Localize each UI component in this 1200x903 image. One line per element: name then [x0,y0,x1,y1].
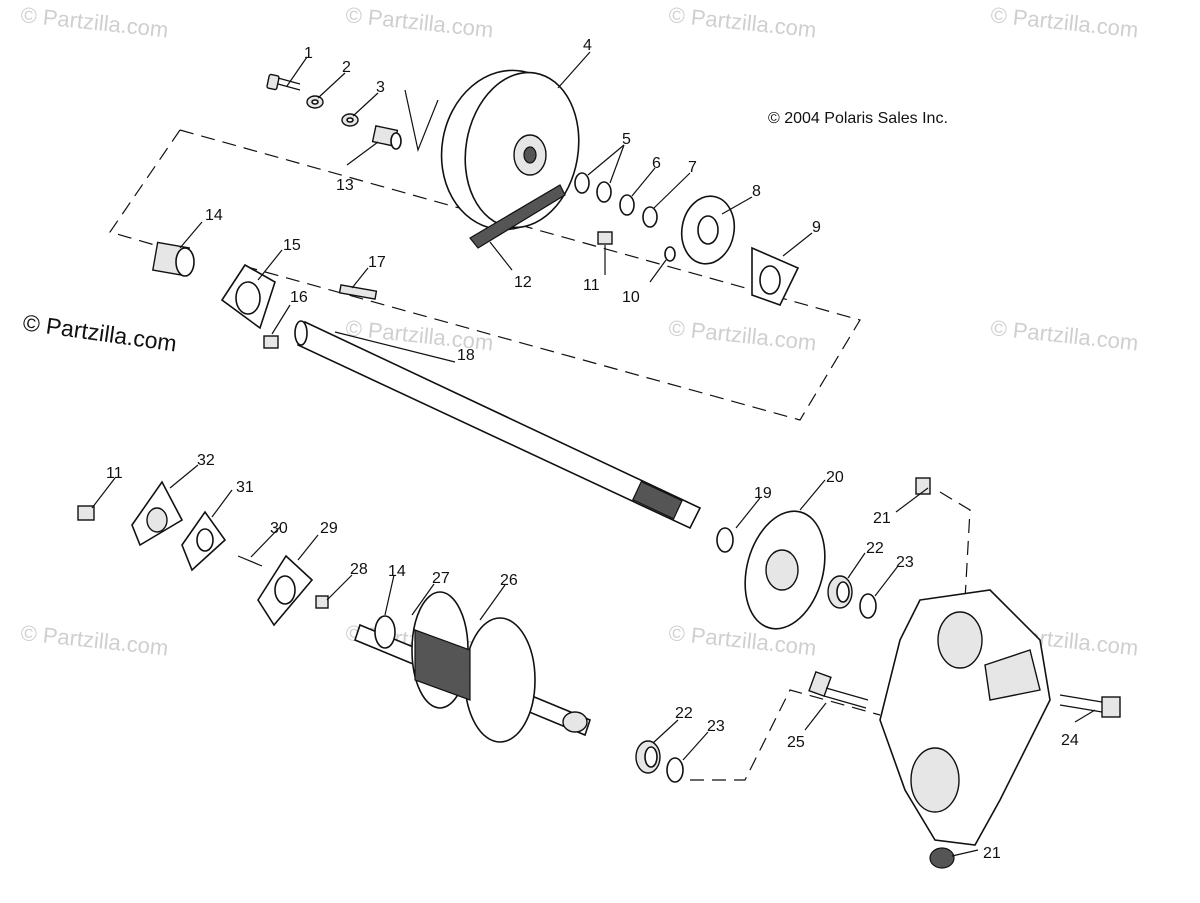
callout-label: 3 [376,79,385,96]
callout-label: 22 [675,705,693,722]
callout-label: 14 [205,207,223,224]
callout-label: 26 [500,572,518,589]
seal-ring-part [596,181,612,203]
watermark-text: © Partzilla.com [667,620,817,660]
watermark-text-dark: © Partzilla.com [21,309,178,356]
watermark-text: © Partzilla.com [989,2,1139,42]
callout-label: 24 [1061,732,1079,749]
callout-numbers: 1 2 3 4 5 6 7 8 9 10 11 12 13 14 15 16 1… [106,37,1079,862]
callout-label: 27 [432,570,450,587]
callout-label: 22 [866,540,884,557]
sprocket-part [440,69,580,249]
callout-label: 12 [514,274,532,291]
seal-part [859,593,877,619]
watermark-text: © Partzilla.com [19,620,169,660]
chaincase-housing-part [879,589,1051,846]
bolt-part [263,335,279,349]
callout-label: 4 [583,37,592,54]
bolt-part [266,73,301,91]
lower-assembly [77,477,1121,869]
callout-label: 11 [583,277,600,294]
seal-ring-part [716,527,734,553]
watermark-text: © Partzilla.com [667,2,817,42]
bushing-part [371,125,402,150]
nut-part [315,595,329,609]
nut-part [597,231,613,245]
bolt-part [808,670,869,709]
callout-label: 21 [983,845,1001,862]
callout-label: 17 [368,254,386,271]
nut-part [929,847,955,869]
callout-label: 18 [457,347,475,364]
callout-label: 11 [106,465,123,482]
callout-label: 13 [336,177,354,194]
nut-part [77,505,95,521]
seal-ring-part [642,206,658,228]
callout-label: 31 [236,479,254,496]
seal-part [666,757,684,783]
seal-ring-part [619,194,635,216]
seal-ring-part [574,172,590,194]
callout-label: 10 [622,289,640,306]
watermark-text: © Partzilla.com [989,315,1139,355]
leader-lines [91,51,1096,857]
callout-label: 29 [320,520,338,537]
upper-assembly [152,69,800,530]
watermark-layer: © Partzilla.com © Partzilla.com © Partzi… [19,2,1139,660]
callout-label: 2 [342,59,351,76]
bearing-part [152,241,195,277]
nut-part [915,477,931,495]
callout-label: 32 [197,452,215,469]
callout-label: 21 [873,510,891,527]
callout-label: 19 [754,485,772,502]
callout-label: 30 [270,520,288,537]
callout-label: 16 [290,289,308,306]
callout-label: 23 [896,554,914,571]
callout-label: 20 [826,469,844,486]
bolt-part [1059,694,1121,718]
callout-label: 6 [652,155,661,172]
washer-part [664,246,676,262]
callout-label: 5 [622,131,631,148]
callout-label: 9 [812,219,821,236]
callout-label: 15 [283,237,301,254]
callout-label: 7 [688,159,697,176]
driveshaft-part [294,320,702,530]
spring-part [237,555,263,567]
callout-label: 14 [388,563,406,580]
callout-label: 28 [350,561,368,578]
callout-label: 25 [787,734,805,751]
watermark-text: © Partzilla.com [19,2,169,42]
callout-label: 1 [304,45,313,62]
copyright-label: © 2004 Polaris Sales Inc. [768,110,948,127]
watermark-text: © Partzilla.com [667,315,817,355]
callout-label: 8 [752,183,761,200]
drive-sprocket-assembly [354,591,591,743]
shaft-key-part [338,284,378,300]
callout-label: 23 [707,718,725,735]
watermark-text: © Partzilla.com [344,2,494,42]
